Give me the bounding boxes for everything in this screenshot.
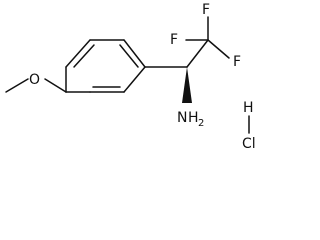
methyl-o-bond	[5, 78, 29, 93]
o-ring-bond	[44, 78, 67, 93]
ring-bond-4	[123, 39, 146, 68]
fluorine-label-2: F	[170, 32, 178, 48]
ring-bond-5	[123, 66, 146, 93]
molecule-svg: O F F F N H 2 H Cl	[5, 2, 256, 152]
amine-subscript: 2	[198, 118, 204, 129]
oxygen-label: O	[29, 72, 40, 88]
hcl-cl-label: Cl	[242, 136, 256, 152]
stereocenter-cf3-bond	[186, 39, 209, 68]
ring-double-bond-2	[119, 44, 139, 68]
fluorine-label-3: F	[233, 54, 241, 70]
amine-n-label: N	[177, 110, 187, 126]
ring-double-bond-1	[73, 44, 95, 68]
amine-h-label: H	[188, 110, 199, 126]
fluorine-label-1: F	[202, 2, 210, 18]
hcl-h-label: H	[243, 100, 254, 116]
structure-diagram: O F F F N H 2 H Cl	[5, 2, 256, 152]
ring-bond-2	[65, 39, 91, 68]
c-f3-bond	[207, 39, 230, 59]
wedge-bond	[182, 67, 192, 103]
